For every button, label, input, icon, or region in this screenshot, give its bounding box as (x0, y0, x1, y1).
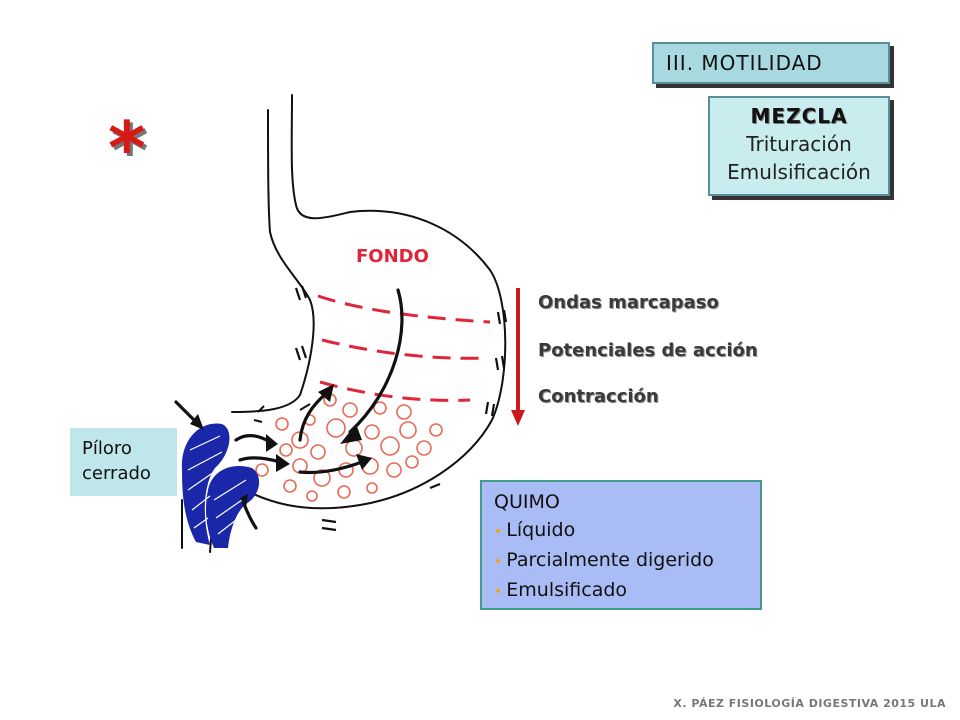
wave-line-3 (319, 380, 471, 402)
quimo-list: •Líquido •Parcialmente digerido •Emulsif… (494, 516, 760, 606)
footer-credit: X. PÁEZ FISIOLOGÍA DIGESTIVA 2015 ULA (673, 697, 946, 710)
quimo-heading: QUIMO (494, 491, 560, 513)
quimo-box: QUIMO •Líquido •Parcialmente digerido •E… (480, 480, 762, 610)
arrow-retro-top (234, 433, 272, 444)
bullet-icon: • (494, 554, 503, 570)
arrow-fundus-down (348, 288, 404, 434)
esophagus-left-wall (231, 109, 315, 413)
ridge-marks (253, 403, 311, 423)
esophagus-right-wall (244, 94, 507, 510)
mezcla-heading: MEZCLA (750, 104, 848, 128)
mezcla-box: MEZCLA Trituración Emulsificación (708, 96, 890, 196)
arrow-bottom-right (298, 460, 364, 475)
piloro-line1: Píloro (82, 438, 132, 459)
fondo-label: FONDO (356, 246, 429, 267)
pylorus-muscle (181, 423, 260, 548)
mezcla-item-emulsificacion: Emulsificación (727, 160, 871, 184)
piloro-line2: cerrado (82, 463, 151, 484)
arrow-heads (190, 384, 372, 508)
sequence-arrow (511, 288, 525, 426)
piloro-label-box: Píloro cerrado (70, 428, 177, 496)
arrow-entry-bottom (242, 502, 258, 530)
section-title: III. MOTILIDAD (652, 42, 890, 84)
wave-line-1 (317, 294, 491, 324)
quimo-item: •Líquido (494, 519, 576, 541)
wave-line-2 (321, 338, 486, 360)
star-marker: * (108, 106, 146, 190)
arrow-retro-mid (238, 456, 282, 464)
step-ondas-marcapaso: Ondas marcapaso (538, 292, 719, 313)
chyme-particles (255, 393, 443, 502)
mezcla-item-trituracion: Trituración (746, 132, 852, 156)
step-potenciales-de-accion: Potenciales de acción (538, 340, 758, 361)
quimo-item: •Emulsificado (494, 579, 628, 601)
quimo-item: •Parcialmente digerido (494, 549, 714, 571)
step-contraccion: Contracción (538, 386, 659, 407)
pacemaker-waves (317, 294, 491, 402)
bullet-icon: • (494, 524, 503, 540)
contraction-marks (294, 285, 508, 532)
bullet-icon: • (494, 584, 503, 600)
